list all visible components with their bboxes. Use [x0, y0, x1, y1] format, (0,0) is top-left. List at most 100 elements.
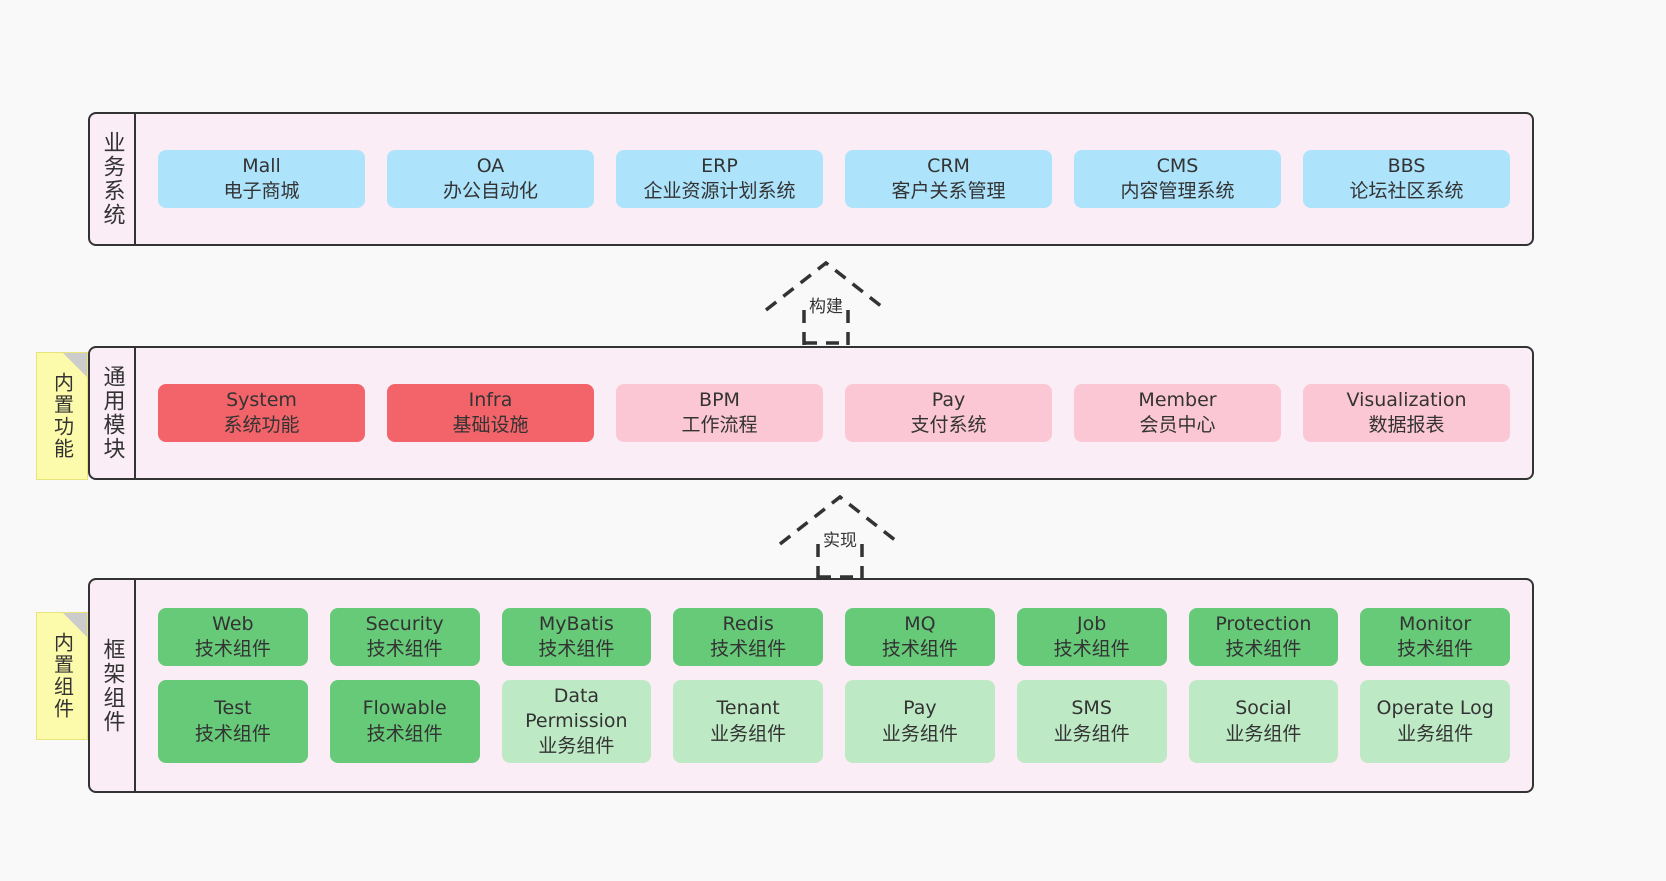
node-mybatis-cn: 技术组件	[538, 637, 615, 660]
node-job-cn: 技术组件	[1053, 637, 1130, 660]
node-test-en: Test	[214, 697, 252, 720]
node-flowable[interactable]: Flowable 技术组件	[329, 679, 480, 764]
node-system-en: System	[226, 388, 297, 411]
layer-framework-components-title-text: 框架组件	[99, 637, 125, 734]
node-protection-cn: 技术组件	[1225, 637, 1302, 660]
node-bbs[interactable]: BBS 论坛社区系统	[1303, 149, 1510, 209]
layer-framework-components-title: 框架组件	[90, 580, 136, 791]
node-social[interactable]: Social 业务组件	[1188, 679, 1339, 764]
node-tenant-en: Tenant	[716, 697, 780, 720]
note-fold-corner-icon-2	[63, 613, 87, 637]
node-redis[interactable]: Redis 技术组件	[673, 607, 823, 666]
node-redis-cn: 技术组件	[710, 637, 787, 660]
layer-common-modules-title: 通用模块	[90, 348, 136, 478]
common-modules-row: System 系统功能 Infra 基础设施 BPM 工作流程 Pay 支付系统…	[158, 383, 1510, 443]
node-job-en: Job	[1076, 612, 1107, 635]
node-crm-cn: 客户关系管理	[891, 180, 1006, 202]
node-security-cn: 技术组件	[366, 637, 443, 660]
node-bpm-cn: 工作流程	[681, 414, 758, 436]
node-cms-en: CMS	[1156, 154, 1199, 177]
layer-business-system-title-text: 业务系统	[99, 131, 125, 227]
build-arrowhead-icon	[764, 260, 888, 312]
node-mybatis[interactable]: MyBatis 技术组件	[501, 607, 652, 666]
layer-business-system: 业务系统 Mall 电子商城 OA 办公自动化 ERP 企业资源计划系统 CRM	[88, 112, 1534, 246]
node-bpm[interactable]: BPM 工作流程	[616, 383, 823, 443]
node-sms[interactable]: SMS 业务组件	[1016, 679, 1167, 764]
node-pay-module-cn: 支付系统	[910, 414, 987, 436]
layer-business-system-body: Mall 电子商城 OA 办公自动化 ERP 企业资源计划系统 CRM 客户关系…	[136, 114, 1532, 244]
node-monitor[interactable]: Monitor 技术组件	[1360, 607, 1510, 666]
framework-tech-row: Web 技术组件 Security 技术组件 MyBatis 技术组件 Redi…	[158, 607, 1510, 666]
note-fold-corner-icon	[63, 353, 87, 377]
node-social-cn: 业务组件	[1225, 722, 1302, 745]
node-cms-cn: 内容管理系统	[1120, 180, 1235, 202]
node-data-permission[interactable]: Data Permission 业务组件	[501, 679, 652, 764]
node-bbs-cn: 论坛社区系统	[1349, 180, 1464, 202]
node-job[interactable]: Job 技术组件	[1016, 607, 1167, 666]
node-mall[interactable]: Mall 电子商城	[158, 149, 365, 209]
node-member-en: Member	[1138, 388, 1217, 411]
node-oa-cn: 办公自动化	[442, 180, 538, 202]
node-erp[interactable]: ERP 企业资源计划系统	[616, 149, 823, 209]
framework-business-row: Test 技术组件 Flowable 技术组件 Data Permission …	[158, 679, 1510, 764]
node-system[interactable]: System 系统功能	[158, 383, 365, 443]
node-protection[interactable]: Protection 技术组件	[1188, 607, 1339, 666]
node-security-en: Security	[365, 612, 444, 635]
node-visualization-cn: 数据报表	[1368, 414, 1445, 436]
node-infra[interactable]: Infra 基础设施	[387, 383, 594, 443]
node-web[interactable]: Web 技术组件	[158, 607, 308, 666]
node-pay-component[interactable]: Pay 业务组件	[845, 679, 995, 764]
node-bbs-en: BBS	[1387, 154, 1426, 177]
node-crm[interactable]: CRM 客户关系管理	[845, 149, 1052, 209]
node-sms-en: SMS	[1071, 697, 1112, 720]
node-crm-en: CRM	[927, 154, 970, 177]
node-sms-cn: 业务组件	[1053, 722, 1130, 745]
node-bpm-en: BPM	[699, 388, 740, 411]
node-oa[interactable]: OA 办公自动化	[387, 149, 594, 209]
implement-arrowhead-icon	[778, 494, 902, 546]
node-tenant[interactable]: Tenant 业务组件	[673, 679, 823, 764]
node-pay-component-cn: 业务组件	[881, 722, 958, 745]
sticky-note-builtin-components: 内置组件	[36, 612, 88, 740]
node-mybatis-en: MyBatis	[538, 612, 614, 635]
node-operate-log[interactable]: Operate Log 业务组件	[1360, 679, 1510, 764]
node-mall-cn: 电子商城	[223, 180, 300, 202]
node-system-cn: 系统功能	[223, 414, 300, 436]
node-pay-module[interactable]: Pay 支付系统	[845, 383, 1052, 443]
node-redis-en: Redis	[722, 612, 774, 635]
connector-build-label: 构建	[809, 297, 843, 317]
node-visualization[interactable]: Visualization 数据报表	[1303, 383, 1510, 443]
node-pay-module-en: Pay	[931, 388, 966, 411]
layer-common-modules-body: System 系统功能 Infra 基础设施 BPM 工作流程 Pay 支付系统…	[136, 348, 1532, 478]
connector-build: 构建	[756, 255, 896, 345]
node-member[interactable]: Member 会员中心	[1074, 383, 1281, 443]
node-oa-en: OA	[476, 154, 505, 177]
layer-framework-components: 框架组件 Web 技术组件 Security 技术组件 MyBatis 技术组件…	[88, 578, 1534, 793]
node-data-permission-en: Data Permission	[525, 684, 628, 733]
node-mq[interactable]: MQ 技术组件	[845, 607, 995, 666]
node-test[interactable]: Test 技术组件	[158, 679, 308, 764]
node-pay-component-en: Pay	[903, 697, 937, 720]
sticky-note-builtin-features: 内置功能	[36, 352, 88, 480]
node-visualization-en: Visualization	[1346, 388, 1467, 411]
node-data-permission-cn: 业务组件	[538, 735, 615, 758]
node-cms[interactable]: CMS 内容管理系统	[1074, 149, 1281, 209]
node-monitor-cn: 技术组件	[1397, 637, 1474, 660]
sticky-note-builtin-components-text: 内置组件	[50, 632, 75, 720]
node-mq-cn: 技术组件	[881, 637, 958, 660]
sticky-note-builtin-features-text: 内置功能	[50, 372, 75, 460]
node-social-en: Social	[1235, 697, 1292, 720]
node-test-cn: 技术组件	[194, 722, 271, 745]
node-erp-cn: 企业资源计划系统	[643, 180, 796, 202]
node-flowable-en: Flowable	[362, 697, 447, 720]
layer-common-modules: 通用模块 System 系统功能 Infra 基础设施 BPM 工作流程 Pay	[88, 346, 1534, 480]
node-mq-en: MQ	[904, 612, 936, 635]
node-security[interactable]: Security 技术组件	[329, 607, 480, 666]
node-web-en: Web	[212, 612, 254, 635]
node-erp-en: ERP	[701, 154, 738, 177]
node-web-cn: 技术组件	[194, 637, 271, 660]
layer-framework-components-body: Web 技术组件 Security 技术组件 MyBatis 技术组件 Redi…	[136, 580, 1532, 791]
node-infra-en: Infra	[468, 388, 513, 411]
node-operate-log-en: Operate Log	[1376, 697, 1494, 720]
